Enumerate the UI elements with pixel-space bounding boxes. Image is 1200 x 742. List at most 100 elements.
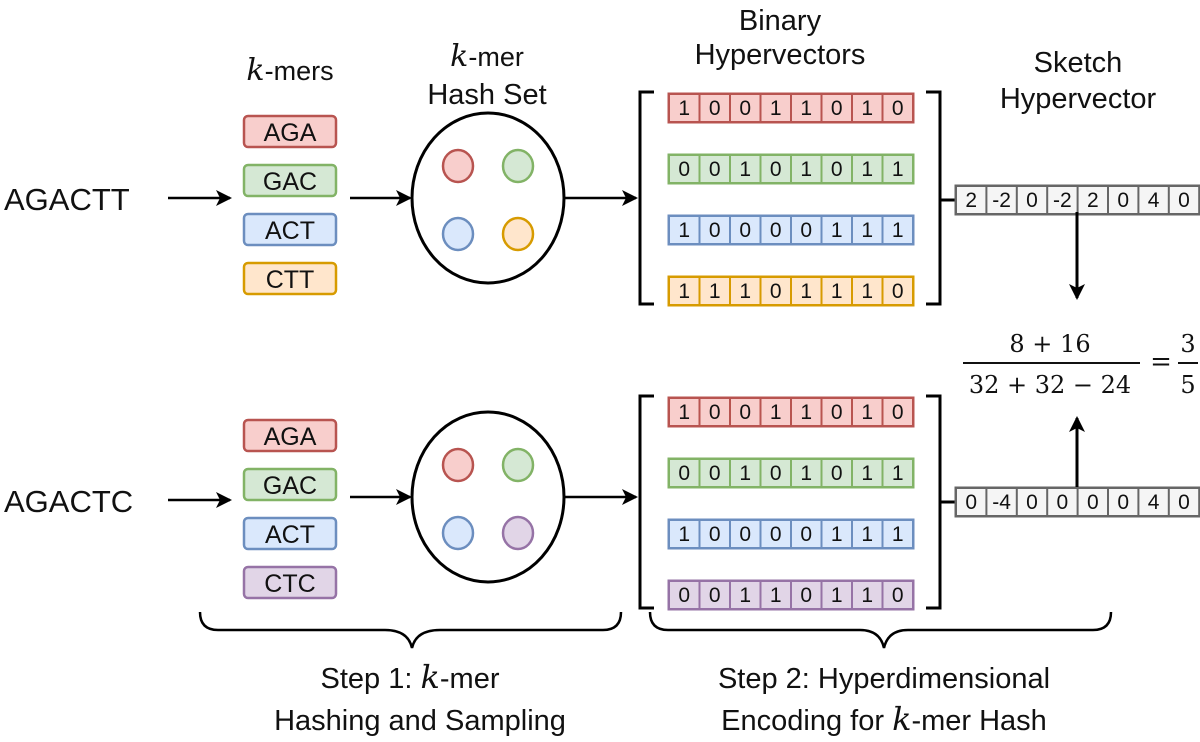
bit-cell xyxy=(883,278,912,304)
bit-value: 1 xyxy=(831,523,843,546)
bit-value: 0 xyxy=(800,523,812,546)
sketch-value: 0 xyxy=(1087,491,1099,514)
bit-cell xyxy=(761,460,790,486)
bit-value: 1 xyxy=(739,158,751,181)
hash-set-circle xyxy=(410,111,566,285)
kmer-box xyxy=(242,516,338,551)
sketch-hypervector-header: Sketch Hypervector xyxy=(1000,47,1157,115)
bit-value: 1 xyxy=(831,219,843,242)
kmer-box xyxy=(242,467,338,502)
bit-cell xyxy=(670,521,699,547)
svg-text:Hashing and Sampling: Hashing and Sampling xyxy=(274,705,566,737)
kmer-box xyxy=(242,114,338,149)
bit-value: 0 xyxy=(739,523,751,546)
bit-cell xyxy=(731,460,760,486)
bit-value: 0 xyxy=(770,462,782,485)
bit-cell xyxy=(700,399,729,425)
hash-dot-green xyxy=(501,148,535,184)
bit-value: 0 xyxy=(709,462,721,485)
bit-cell xyxy=(853,460,882,486)
bit-cell xyxy=(761,278,790,304)
bit-cell xyxy=(822,460,851,486)
sketch-cell xyxy=(1017,187,1047,213)
bit-cell xyxy=(822,217,851,243)
svg-text:Step 2: Hyperdimensional: Step 2: Hyperdimensional xyxy=(718,663,1050,695)
bit-value: 1 xyxy=(770,401,782,424)
svg-text:Encoding for k-mer Hash: Encoding for k-mer Hash xyxy=(721,700,1047,738)
bit-cell xyxy=(670,460,699,486)
bit-value: 0 xyxy=(770,280,782,303)
sketch-cell xyxy=(1017,489,1047,515)
kmer-label: GAC xyxy=(263,472,317,500)
bit-cell xyxy=(761,156,790,182)
bit-cell xyxy=(670,156,699,182)
sketch-value: -4 xyxy=(992,491,1011,514)
bit-value: 0 xyxy=(770,523,782,546)
hash-set-header: k-mer Hash Set xyxy=(427,39,546,111)
kmer-label: AGA xyxy=(264,423,317,451)
bit-value: 0 xyxy=(892,584,904,607)
bit-value: 1 xyxy=(678,219,690,242)
kmer-box xyxy=(242,212,338,247)
bit-value: 0 xyxy=(831,158,843,181)
bit-value: 0 xyxy=(678,462,690,485)
sketch-cell xyxy=(1109,187,1138,213)
sketch-cell xyxy=(1139,489,1168,515)
matrix-bracket-right xyxy=(926,394,942,610)
bit-value: 1 xyxy=(861,219,873,242)
formula-denominator: 32 + 32 − 24 xyxy=(969,371,1131,399)
sketch-value: -2 xyxy=(992,189,1011,212)
hash-dot-blue xyxy=(441,216,475,252)
sketch-value: 2 xyxy=(965,189,977,212)
bit-cell xyxy=(883,95,912,121)
formula-numerator: 8 + 16 xyxy=(1009,330,1090,358)
bit-value: 1 xyxy=(800,280,812,303)
kmer-aga: AGA xyxy=(242,114,338,149)
bit-cell xyxy=(822,95,851,121)
bit-cell xyxy=(731,156,760,182)
kmer-gac: GAC xyxy=(242,163,338,198)
sketch-value: 0 xyxy=(965,491,977,514)
bit-value: 1 xyxy=(892,219,904,242)
kmer-ctt: CTT xyxy=(242,261,338,296)
bit-value: 0 xyxy=(739,219,751,242)
sketch-value: 0 xyxy=(1178,189,1190,212)
bit-cell xyxy=(731,217,760,243)
matrix-bracket-left xyxy=(638,394,654,610)
bit-value: 0 xyxy=(831,401,843,424)
bit-value: 0 xyxy=(709,97,721,120)
bit-cell xyxy=(822,399,851,425)
bit-value: 0 xyxy=(709,401,721,424)
bit-cell xyxy=(700,217,729,243)
bit-value: 0 xyxy=(770,158,782,181)
bit-value: 1 xyxy=(678,523,690,546)
bit-cell xyxy=(670,399,699,425)
bit-value: 0 xyxy=(709,523,721,546)
bit-value: 1 xyxy=(861,401,873,424)
bit-value: 0 xyxy=(770,219,782,242)
bit-cell xyxy=(761,217,790,243)
kmer-label: ACT xyxy=(265,521,315,549)
bit-value: 0 xyxy=(892,97,904,120)
bit-cell xyxy=(700,521,729,547)
bit-cell xyxy=(883,399,912,425)
bit-value: 1 xyxy=(831,280,843,303)
sketch-cell xyxy=(1048,187,1077,213)
bit-cell xyxy=(761,521,790,547)
bit-value: 1 xyxy=(892,158,904,181)
formula-result-numerator: 3 xyxy=(1180,330,1195,358)
bit-value: 0 xyxy=(892,401,904,424)
bit-cell xyxy=(761,582,790,608)
sketch-value: 0 xyxy=(1117,189,1129,212)
bit-value: 1 xyxy=(861,280,873,303)
bit-value: 0 xyxy=(831,462,843,485)
hash-dot-green xyxy=(501,447,535,483)
kmer-label: AGA xyxy=(264,119,317,147)
